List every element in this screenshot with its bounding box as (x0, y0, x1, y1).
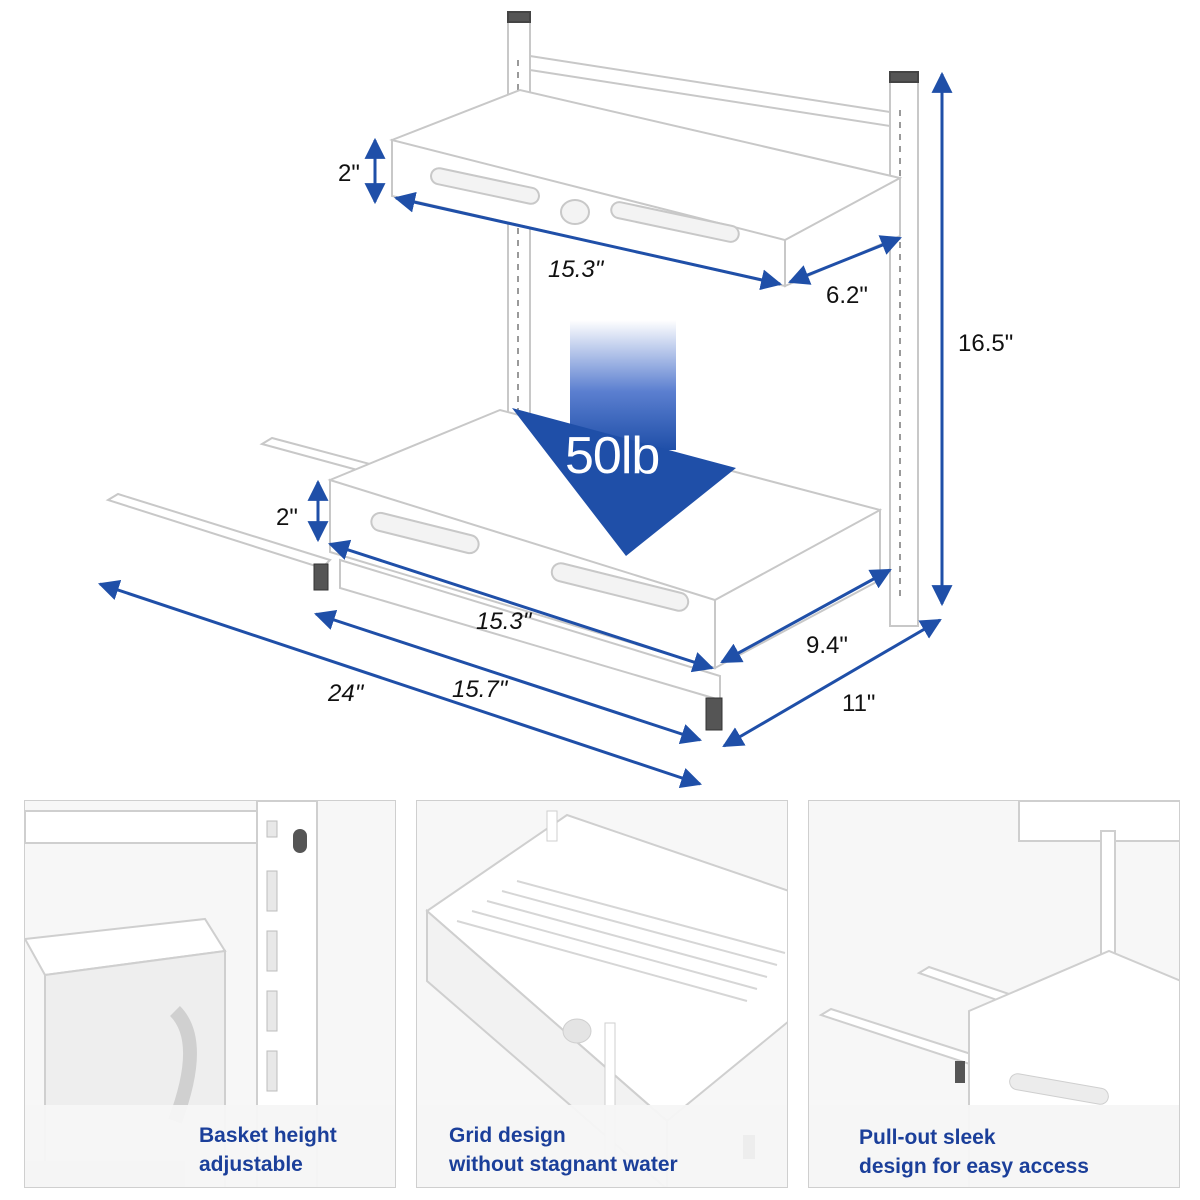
bottom-shelf-width-label: 15.3" (476, 608, 532, 635)
top-shelf-height-label: 2" (338, 160, 360, 187)
top-basket (389, 88, 903, 288)
caption-band (809, 1105, 1179, 1187)
base-width-label: 15.7" (452, 676, 508, 703)
bottom-shelf-depth-label: 9.4" (806, 632, 848, 659)
feature-caption-line2: adjustable (199, 1153, 303, 1176)
feature-caption: Basket height adjustable (199, 1121, 337, 1179)
feature-caption: Grid design without stagnant water (449, 1121, 678, 1179)
feature-panel-height-adjust: Basket height adjustable (24, 800, 396, 1188)
dimension-lines (98, 71, 953, 788)
caption-band (25, 1105, 395, 1187)
top-shelf-depth-label: 6.2" (826, 282, 868, 309)
feature-caption-line1: Pull-out sleek (859, 1126, 996, 1149)
overall-height-label: 16.5" (958, 330, 1014, 357)
rail-length-label: 24" (328, 680, 364, 707)
base-depth-label: 11" (842, 690, 876, 717)
load-arrow (512, 320, 736, 556)
rack-illustration (98, 11, 953, 788)
feature-caption-line1: Grid design (449, 1124, 566, 1147)
load-capacity-label: 50lb (565, 427, 660, 485)
caption-band (417, 1105, 787, 1187)
feature-caption-line1: Basket height (199, 1124, 337, 1147)
feature-panel-grid-design: Grid design without stagnant water (416, 800, 788, 1188)
feature-caption-line2: without stagnant water (449, 1153, 678, 1176)
feature-caption-line2: design for easy access (859, 1155, 1089, 1178)
feature-panel-pull-out: Pull-out sleek design for easy access (808, 800, 1180, 1188)
bottom-shelf-height-label: 2" (276, 504, 298, 531)
feature-caption: Pull-out sleek design for easy access (859, 1123, 1089, 1181)
top-shelf-width-label: 15.3" (548, 256, 604, 283)
